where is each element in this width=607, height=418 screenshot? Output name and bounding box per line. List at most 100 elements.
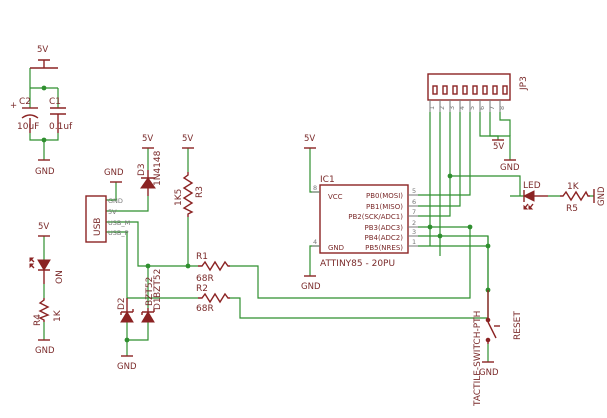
label-gnd-ic: GND [301, 282, 321, 292]
r3-value: 1K5 [174, 189, 184, 206]
ic-pin-pb0: PB0(MOSI) [366, 192, 403, 200]
c2-value: 10uF [17, 122, 39, 132]
supply-5v-caps: 5V [30, 45, 58, 69]
jp3-pin-8: 8 [498, 106, 506, 110]
label-gnd-reset: GND [479, 368, 499, 378]
label-5v-ic: 5V [304, 134, 315, 144]
ground-usb: GND [104, 168, 124, 183]
led-status: LED [522, 181, 548, 210]
reset-value: TACTILE-SWITCH-PTH [473, 311, 483, 407]
resistor-r2: R2 68R [196, 284, 230, 314]
zener-d2: D2 BZT52 [117, 277, 155, 323]
ic-pin-1-num: 1 [412, 238, 416, 246]
resistor-r1: R1 68R [196, 252, 230, 284]
d3-name: D3 [137, 163, 147, 176]
ground-caps: GND [35, 159, 55, 177]
jp3-pin-5: 5 [468, 106, 476, 110]
c1-name: C1 [49, 97, 61, 107]
jp3-pin-2: 2 [438, 106, 446, 110]
nets [29, 68, 594, 362]
supply-5v-jp3: 5V [492, 139, 504, 152]
header-jp3: JP3 1 2 3 4 5 6 7 8 [427, 73, 529, 112]
r5-value: 1K [567, 182, 580, 192]
resistor-r5: 1K R5 [560, 182, 590, 214]
ic-pin-7-num: 7 [412, 208, 416, 216]
switch-reset: RESET TACTILE-SWITCH-PTH [473, 290, 523, 407]
usb-label: USB [93, 218, 103, 236]
c2-plus: + [10, 101, 17, 111]
ic-attiny85: IC1 ATTINY85 - 20PU 8 VCC 4 GND PB0(MOSI… [312, 175, 418, 269]
led-name: LED [523, 181, 541, 191]
label-5v-caps: 5V [37, 45, 48, 55]
junctions [41, 85, 491, 343]
led-on: ON [29, 257, 65, 284]
r1-name: R1 [196, 252, 208, 262]
c1-value: 0.1uf [49, 122, 73, 132]
capacitor-c1: C1 0.1uf [49, 97, 73, 133]
jp3-pin-6: 6 [478, 106, 486, 110]
ic-pin-8-num: 8 [313, 184, 317, 192]
r2-name: R2 [196, 284, 208, 294]
ic-pin-6-num: 6 [412, 198, 416, 206]
ic-pin-pb2: PB2(SCK/ADC1) [348, 213, 403, 221]
supply-5v-d3: 5V [142, 134, 154, 149]
d3-value: 1N4148 [153, 150, 163, 186]
label-5v-d3: 5V [142, 134, 153, 144]
ground-r5: GND [593, 186, 607, 206]
ic-value: ATTINY85 - 20PU [320, 259, 395, 269]
usb-connector: USB GND 5V USB_M USB_P [85, 195, 130, 243]
label-gnd-zener: GND [117, 362, 137, 372]
ic-pin-5-num: 5 [412, 187, 416, 195]
ic-pin-pb1: PB1(MISO) [366, 203, 403, 211]
diode-d3: D3 1N4148 [137, 150, 163, 196]
ic-pin-4-num: 4 [313, 238, 317, 246]
supply-5v-led: 5V [38, 222, 50, 237]
r2-value: 68R [196, 304, 214, 314]
ground-zener: GND [117, 355, 137, 372]
label-gnd-jp3: GND [500, 163, 520, 173]
d1-value: BZT52 [153, 269, 163, 298]
label-gnd-usb: GND [104, 168, 124, 178]
ic-name: IC1 [320, 175, 335, 185]
usb-pin-usb-m: USB_M [108, 219, 130, 227]
supply-5v-r3: 5V [182, 134, 194, 149]
resistor-r4: R4 1K [33, 298, 63, 326]
r1-value: 68R [196, 274, 214, 284]
ic-pin-pb3: PB3(ADC3) [365, 224, 404, 232]
capacitor-c2: + C2 10uF [10, 97, 39, 133]
usb-pin-5v: 5V [108, 208, 117, 216]
ic-pin-vcc: VCC [328, 193, 343, 201]
c2-name: C2 [19, 97, 31, 107]
usb-pin-gnd: GND [108, 197, 123, 205]
ground-ic: GND [301, 275, 321, 292]
jp3-pin-3: 3 [448, 106, 456, 110]
r4-name: R4 [33, 314, 43, 326]
jp3-name: JP3 [519, 76, 529, 91]
ground-led: GND [35, 339, 55, 356]
label-gnd-led: GND [35, 346, 55, 356]
jp3-pin-7: 7 [488, 106, 496, 110]
r4-value: 1K [53, 309, 63, 322]
r5-name: R5 [566, 204, 578, 214]
reset-name: RESET [513, 311, 523, 340]
d2-name: D2 [117, 297, 127, 310]
label-5v-jp3: 5V [493, 142, 504, 152]
label-5v-led: 5V [38, 222, 49, 232]
usb-pin-usb-p: USB_P [108, 229, 129, 237]
ic-pin-pb4: PB4(ADC2) [365, 234, 404, 242]
d1-name: D1 [153, 297, 163, 310]
label-gnd-r5: GND [597, 186, 607, 206]
jp3-pin-1: 1 [428, 106, 436, 110]
label-gnd-caps: GND [35, 167, 55, 177]
ground-reset: GND [479, 361, 499, 378]
ic-pin-gnd: GND [328, 244, 344, 252]
ic-pin-pb5: PB5(NRES) [365, 244, 403, 252]
supply-5v-ic: 5V [304, 134, 316, 149]
ic-pin-3-num: 3 [412, 228, 416, 236]
on-led-name: ON [55, 270, 65, 284]
d2-value: BZT52 [145, 277, 155, 306]
ground-jp3: GND [500, 159, 520, 173]
label-5v-r3: 5V [182, 134, 193, 144]
r3-name: R3 [195, 186, 205, 198]
